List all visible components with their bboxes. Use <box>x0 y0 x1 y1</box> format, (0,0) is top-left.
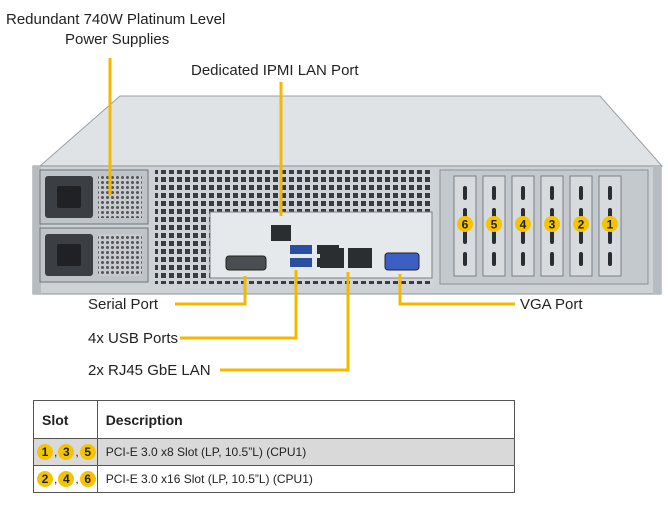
slot-vent <box>579 186 583 200</box>
vga-port <box>384 252 420 271</box>
slot-badge-6: 6 <box>457 216 473 232</box>
slot-badge-2: 2 <box>573 216 589 232</box>
slot-badge-number: 6 <box>462 218 469 232</box>
slot-vent <box>579 252 583 266</box>
slot-badge-circle <box>544 216 560 232</box>
slot-badge: 4 <box>58 471 75 487</box>
slot-badge-circle <box>457 216 473 232</box>
slot-badge: 6 <box>79 471 96 487</box>
rj45-port-2 <box>348 248 372 268</box>
table-row: 2,4,6 PCI-E 3.0 x16 Slot (LP, 10.5”L) (C… <box>33 465 516 493</box>
description-cell: PCI-E 3.0 x8 Slot (LP, 10.5”L) (CPU1) <box>96 438 516 466</box>
slot-badge-number: 1 <box>607 218 614 232</box>
slot-vent <box>463 186 467 200</box>
psu-label-line1: Redundant 740W Platinum Level <box>6 11 225 28</box>
leader-serial <box>175 276 247 306</box>
leader-usb <box>180 270 298 340</box>
slot-vent <box>521 252 525 266</box>
leader-lines <box>108 58 515 372</box>
server-rear-diagram: 6 5 4 3 2 1 Redundant 740W Platinum Level Pow… <box>6 11 664 379</box>
slot-badge: 1 <box>37 444 53 460</box>
power-supply-top <box>39 169 149 225</box>
slot-badge: 5 <box>79 444 96 460</box>
slot-badges: 6 5 4 3 2 1 <box>457 216 618 232</box>
usb-port-1 <box>290 245 312 254</box>
slot-vent <box>608 230 612 244</box>
serial-port <box>225 255 267 271</box>
io-shield <box>209 211 433 279</box>
description-cell: PCI-E 3.0 x16 Slot (LP, 10.5”L) (CPU1) <box>96 465 516 493</box>
slot-badge-number: 2 <box>578 218 585 232</box>
slot-vent <box>521 186 525 200</box>
slot-badge-number: 4 <box>520 218 527 232</box>
rj45-label: 2x RJ45 GbE LAN <box>88 362 211 379</box>
chassis-top <box>38 95 664 167</box>
ipmi-lan-port <box>271 225 291 241</box>
leader-vga <box>398 274 515 306</box>
slot-vent <box>550 252 554 266</box>
psu-label-line2: Power Supplies <box>65 31 169 48</box>
description-column-header: Description <box>96 400 516 439</box>
slot-badge-circle <box>573 216 589 232</box>
slot-vent <box>463 230 467 244</box>
rj45-port-1 <box>320 248 344 268</box>
slot-vent <box>579 230 583 244</box>
slot-vent <box>492 252 496 266</box>
slot-vent <box>492 186 496 200</box>
slot-badge: 3 <box>58 444 75 460</box>
table-row: 1,3,5 PCI-E 3.0 x8 Slot (LP, 10.5”L) (CP… <box>33 438 516 466</box>
serial-label: Serial Port <box>88 296 159 313</box>
slot-badge-5: 5 <box>486 216 502 232</box>
usb-label: 4x USB Ports <box>88 330 178 347</box>
leader-rj45 <box>220 272 350 372</box>
slot-badge: 2 <box>37 471 53 487</box>
slot-vent <box>521 230 525 244</box>
vga-label: VGA Port <box>520 296 583 313</box>
slot-badge-circle <box>515 216 531 232</box>
slot-badge-circle <box>486 216 502 232</box>
slot-cell: 2,4,6 <box>33 465 98 493</box>
rack-ear-right <box>653 166 661 294</box>
slot-vent <box>608 186 612 200</box>
slot-vent <box>463 252 467 266</box>
slot-vent <box>550 186 554 200</box>
slot-badge-circle <box>602 216 618 232</box>
slot-badge-1: 1 <box>602 216 618 232</box>
slot-table: Slot Description 1,3,5 PCI-E 3.0 x8 Slot… <box>33 400 516 493</box>
slot-column-header: Slot <box>33 400 98 439</box>
slot-vent <box>492 230 496 244</box>
power-supply-bottom <box>39 227 149 283</box>
slot-vent <box>550 230 554 244</box>
table-header-row: Slot Description <box>33 400 516 439</box>
usb-port-2 <box>290 258 312 267</box>
slot-badge-number: 3 <box>549 218 556 232</box>
slot-badge-4: 4 <box>515 216 531 232</box>
slot-badge-3: 3 <box>544 216 560 232</box>
slot-badge-number: 5 <box>491 218 498 232</box>
slot-cell: 1,3,5 <box>33 438 98 466</box>
ipmi-label: Dedicated IPMI LAN Port <box>191 62 359 79</box>
slot-vent <box>608 252 612 266</box>
rack-ear-left <box>33 166 41 294</box>
